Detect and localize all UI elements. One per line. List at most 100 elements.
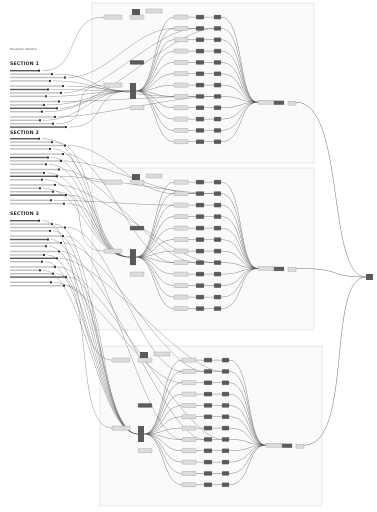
- node-component[interactable]: [203, 380, 213, 386]
- node-component[interactable]: [195, 214, 205, 219]
- node-component[interactable]: [195, 139, 205, 145]
- node-component[interactable]: [213, 128, 222, 133]
- node-component[interactable]: [173, 14, 189, 20]
- node-component[interactable]: [203, 425, 213, 431]
- node-component[interactable]: [203, 448, 213, 454]
- node-component[interactable]: [221, 414, 230, 420]
- node-component[interactable]: [195, 191, 205, 196]
- node-component[interactable]: [195, 260, 205, 265]
- node-output[interactable]: [287, 267, 297, 272]
- node-component[interactable]: [195, 225, 205, 231]
- node-output[interactable]: [281, 443, 293, 448]
- node-component[interactable]: [221, 471, 230, 476]
- node-component[interactable]: [173, 82, 189, 88]
- node-output[interactable]: [287, 101, 297, 106]
- node-component[interactable]: [195, 37, 205, 43]
- node-component[interactable]: [173, 94, 189, 99]
- node-component[interactable]: [129, 179, 145, 185]
- node-component[interactable]: [173, 26, 189, 31]
- node-component[interactable]: [213, 71, 222, 77]
- node-component[interactable]: [213, 116, 222, 122]
- node-component[interactable]: [103, 179, 123, 185]
- node-header[interactable]: [132, 174, 140, 180]
- node-component[interactable]: [181, 357, 197, 363]
- node-component[interactable]: [203, 459, 213, 465]
- node-component[interactable]: [221, 437, 230, 442]
- node-component[interactable]: [173, 202, 189, 208]
- node-component[interactable]: [203, 391, 213, 397]
- node-component[interactable]: [213, 271, 222, 277]
- node-component[interactable]: [195, 237, 205, 242]
- node-component[interactable]: [213, 294, 222, 300]
- node-component[interactable]: [195, 14, 205, 20]
- node-component[interactable]: [213, 139, 222, 145]
- node-component[interactable]: [213, 14, 222, 20]
- node-component[interactable]: [173, 271, 189, 277]
- node-component[interactable]: [173, 60, 189, 65]
- node-component[interactable]: [221, 459, 230, 465]
- node-component[interactable]: [181, 448, 197, 454]
- node-component[interactable]: [103, 82, 123, 88]
- node-component[interactable]: [181, 425, 197, 431]
- node-component[interactable]: [103, 248, 123, 254]
- node-component[interactable]: [111, 357, 131, 363]
- node-component[interactable]: [137, 448, 153, 454]
- node-component[interactable]: [203, 369, 213, 374]
- node-output[interactable]: [273, 100, 285, 105]
- node-component[interactable]: [213, 48, 222, 54]
- node-component[interactable]: [129, 105, 145, 111]
- node-component[interactable]: [173, 179, 189, 185]
- node-component[interactable]: [221, 448, 230, 454]
- node-component[interactable]: [181, 369, 197, 374]
- node-component[interactable]: [195, 82, 205, 88]
- node-component[interactable]: [213, 260, 222, 265]
- node-header[interactable]: [145, 8, 163, 14]
- node-component[interactable]: [181, 437, 197, 442]
- node-component[interactable]: [213, 37, 222, 43]
- node-output[interactable]: [257, 100, 275, 105]
- node-component[interactable]: [221, 391, 230, 397]
- node-component[interactable]: [203, 437, 213, 442]
- node-component[interactable]: [203, 357, 213, 363]
- node-component[interactable]: [173, 128, 189, 133]
- node-component[interactable]: [173, 214, 189, 219]
- node-component[interactable]: [195, 306, 205, 311]
- node-component[interactable]: [195, 283, 205, 288]
- node-component[interactable]: [221, 357, 230, 363]
- node-component[interactable]: [181, 403, 197, 408]
- node-component[interactable]: [195, 202, 205, 208]
- node-component[interactable]: [203, 482, 213, 488]
- node-component[interactable]: [111, 425, 131, 431]
- node-component[interactable]: [173, 116, 189, 122]
- node-component[interactable]: [195, 248, 205, 254]
- node-component[interactable]: [173, 306, 189, 311]
- node-component[interactable]: [221, 369, 230, 374]
- node-component[interactable]: [213, 283, 222, 288]
- node-component[interactable]: [173, 105, 189, 111]
- node-component[interactable]: [213, 237, 222, 242]
- node-merge[interactable]: [130, 249, 136, 266]
- node-component[interactable]: [213, 105, 222, 111]
- node-component[interactable]: [129, 14, 145, 20]
- node-component[interactable]: [213, 248, 222, 254]
- node-component[interactable]: [221, 482, 230, 488]
- node-component[interactable]: [221, 425, 230, 431]
- node-merge[interactable]: [130, 83, 136, 99]
- node-header[interactable]: [153, 351, 171, 357]
- node-component[interactable]: [103, 14, 123, 20]
- node-component[interactable]: [195, 105, 205, 111]
- node-component[interactable]: [173, 260, 189, 265]
- node-component[interactable]: [173, 225, 189, 231]
- node-component[interactable]: [181, 471, 197, 476]
- node-component[interactable]: [213, 214, 222, 219]
- node-output[interactable]: [295, 444, 305, 449]
- node-output[interactable]: [273, 266, 285, 272]
- node-component[interactable]: [181, 459, 197, 465]
- node-component[interactable]: [173, 237, 189, 242]
- node-component[interactable]: [173, 71, 189, 77]
- node-component[interactable]: [181, 482, 197, 488]
- node-merge[interactable]: [138, 426, 144, 442]
- node-output[interactable]: [257, 266, 275, 271]
- node-header[interactable]: [140, 352, 148, 358]
